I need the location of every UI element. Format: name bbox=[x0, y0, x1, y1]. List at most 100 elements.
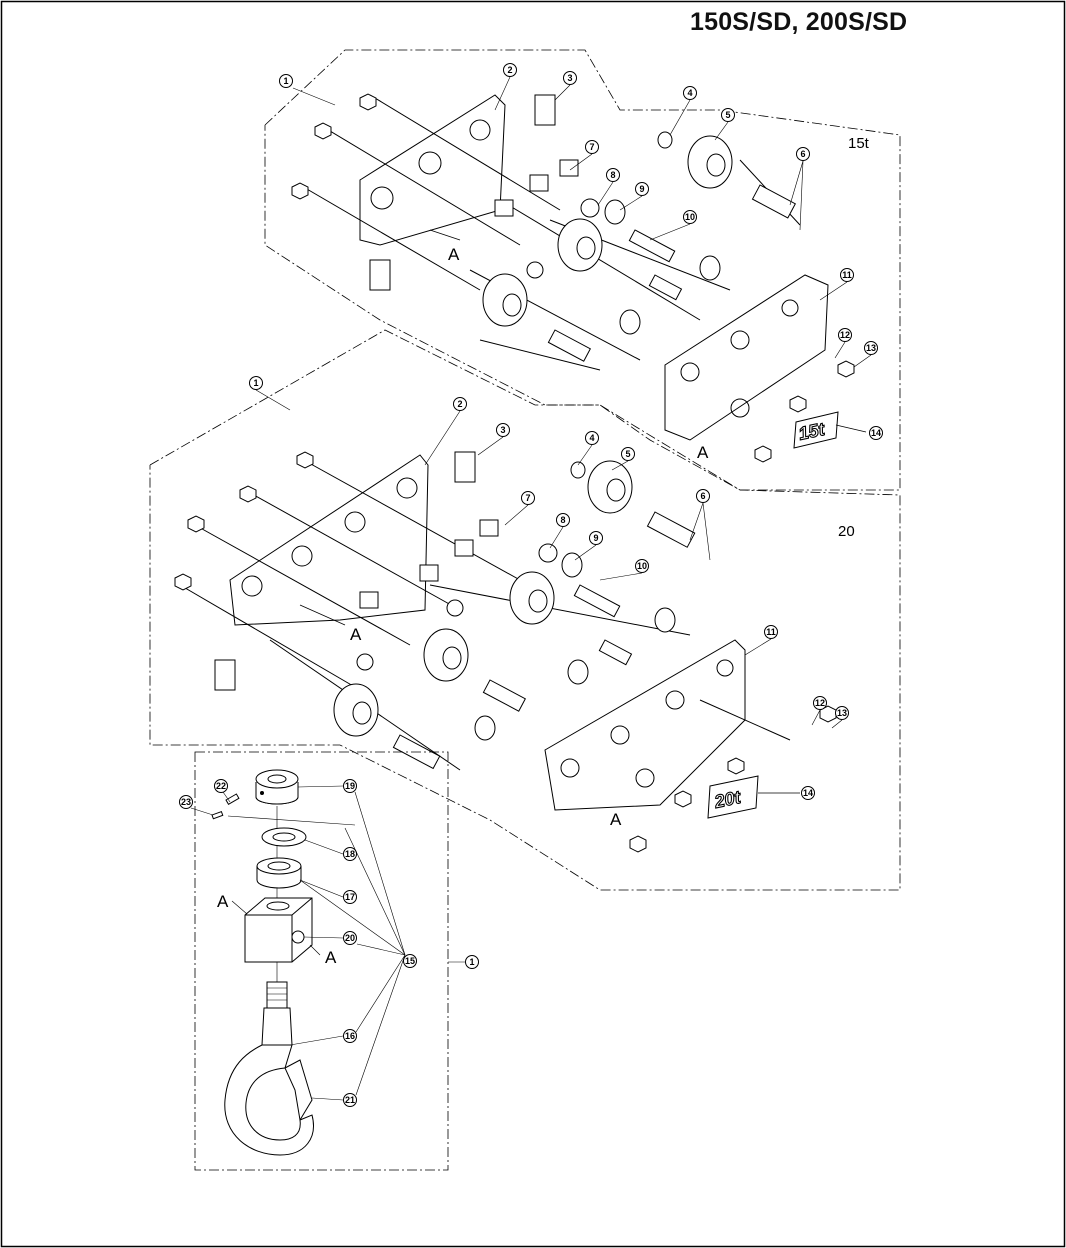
shaft-line bbox=[299, 457, 521, 581]
shaft bbox=[646, 511, 696, 548]
callout-number: 7 bbox=[589, 142, 594, 152]
callout-bubble bbox=[465, 955, 479, 969]
bearing-hole bbox=[635, 768, 655, 788]
shaft bbox=[648, 274, 683, 301]
document-title: 150S/SD, 200S/SD bbox=[690, 8, 908, 36]
thrust-bearing bbox=[256, 857, 302, 889]
shaft-line bbox=[699, 699, 791, 741]
pin bbox=[211, 810, 224, 820]
callout-number: 23 bbox=[181, 797, 191, 807]
callout-number: 4 bbox=[687, 88, 692, 98]
callout-bubble bbox=[521, 491, 535, 505]
callout-number: 10 bbox=[637, 561, 647, 571]
gear-hub bbox=[706, 153, 726, 177]
bearing-hole bbox=[730, 398, 750, 418]
spacer bbox=[580, 198, 600, 218]
shaft-line bbox=[179, 584, 361, 691]
bearing-hole bbox=[370, 186, 394, 210]
capacity-plate-upper: 15t bbox=[793, 411, 839, 449]
callout-bubble bbox=[585, 431, 599, 445]
grease-fitting bbox=[419, 564, 439, 582]
view-marker-a: A bbox=[448, 245, 460, 264]
callout-bubble bbox=[813, 696, 827, 710]
callout-number: 2 bbox=[507, 65, 512, 75]
callout-number: 14 bbox=[871, 428, 881, 438]
shaft bbox=[573, 584, 621, 618]
gear-hub bbox=[576, 236, 596, 260]
hook-group-boundary bbox=[194, 751, 449, 1171]
bearing-hole bbox=[344, 511, 366, 533]
callout-number: 20 bbox=[345, 933, 355, 943]
callout-bubble bbox=[801, 786, 815, 800]
shaft-line bbox=[499, 199, 701, 321]
callout-bubble bbox=[683, 86, 697, 100]
callout-number: 3 bbox=[567, 73, 572, 83]
callout-bubble bbox=[343, 890, 357, 904]
callout-number: 16 bbox=[345, 1031, 355, 1041]
callout-number: 3 bbox=[500, 425, 505, 435]
shaft bbox=[598, 639, 633, 666]
shaft-line bbox=[299, 184, 481, 291]
shaft-line bbox=[369, 94, 561, 211]
gear-hub bbox=[606, 478, 626, 502]
callout-bubble bbox=[606, 168, 620, 182]
nut bbox=[629, 835, 647, 853]
callout-number: 5 bbox=[725, 110, 730, 120]
callout-bubble bbox=[621, 447, 635, 461]
grease-fitting bbox=[494, 199, 514, 217]
gear-hub bbox=[352, 701, 372, 725]
bearing bbox=[561, 552, 583, 578]
shaft-line bbox=[479, 339, 601, 371]
nut bbox=[296, 451, 314, 469]
gear-hub bbox=[528, 589, 548, 613]
spacer bbox=[356, 653, 374, 671]
leader-line bbox=[299, 604, 346, 626]
callout-number: 10 bbox=[685, 212, 695, 222]
gear-hub bbox=[442, 646, 462, 670]
bearing-hole bbox=[610, 725, 630, 745]
hook bbox=[224, 981, 314, 1156]
upper-group-boundary bbox=[264, 49, 901, 491]
bearing-hole bbox=[665, 690, 685, 710]
shaft bbox=[628, 229, 676, 263]
shaft bbox=[482, 679, 526, 712]
hook-nut bbox=[255, 769, 299, 805]
grease-fitting bbox=[534, 94, 556, 126]
callout-number: 12 bbox=[840, 330, 850, 340]
view-marker-a: A bbox=[610, 810, 622, 829]
callout-number: 21 bbox=[345, 1095, 355, 1105]
callout-number: 8 bbox=[610, 170, 615, 180]
nut bbox=[239, 485, 257, 503]
grease-fitting bbox=[359, 591, 379, 609]
callout-bubble bbox=[343, 1093, 357, 1107]
callout-bubble bbox=[864, 341, 878, 355]
hook-assembly: A A bbox=[194, 751, 449, 1171]
bearing bbox=[654, 607, 676, 633]
washer bbox=[570, 461, 586, 479]
nut bbox=[187, 515, 205, 533]
bearing-hole bbox=[396, 477, 418, 499]
spacer bbox=[538, 543, 558, 563]
view-marker-a: A bbox=[325, 948, 337, 967]
callout-bubble bbox=[635, 559, 649, 573]
callout-bubble bbox=[796, 147, 810, 161]
callout-bubble bbox=[835, 706, 849, 720]
callout-number: 9 bbox=[639, 184, 644, 194]
grease-fitting bbox=[369, 259, 391, 291]
lower-callouts: 1 2 3 4 5 6 7 8 9 bbox=[249, 376, 849, 800]
callout-bubble bbox=[585, 140, 599, 154]
callout-number: 6 bbox=[800, 149, 805, 159]
callout-number: 17 bbox=[345, 892, 355, 902]
hook-callouts: 22 23 19 18 17 20 bbox=[179, 779, 479, 1107]
callout-number: 8 bbox=[560, 515, 565, 525]
callout-number: 11 bbox=[766, 627, 776, 637]
lower-frame-assembly: 20 20t A A bbox=[149, 329, 901, 891]
shaft-line bbox=[319, 124, 521, 246]
spacer bbox=[526, 261, 544, 279]
nut bbox=[789, 395, 807, 413]
capacity-stamp-text: 15t bbox=[797, 419, 828, 444]
bearing bbox=[604, 199, 626, 225]
grease-fitting bbox=[454, 539, 474, 557]
bearing-hole bbox=[730, 330, 750, 350]
nut bbox=[754, 445, 772, 463]
